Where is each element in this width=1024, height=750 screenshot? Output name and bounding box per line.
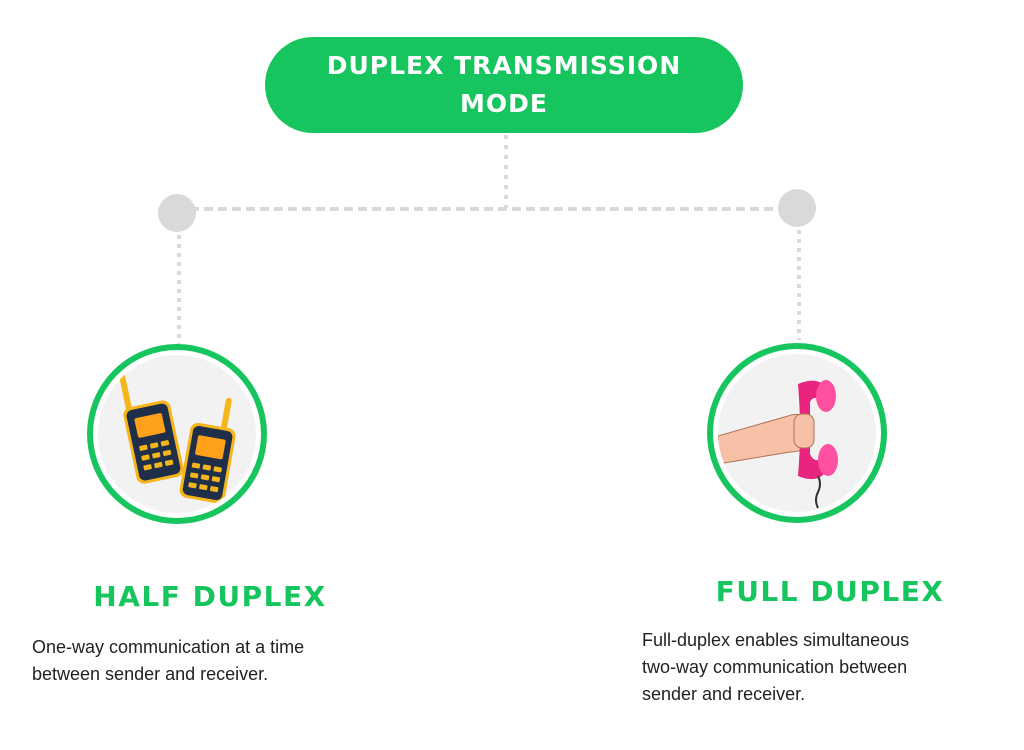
title-line-2: MODE — [460, 89, 548, 118]
junction-dot-right — [778, 189, 816, 227]
junction-dot-left — [158, 194, 196, 232]
half-duplex-circle — [87, 344, 267, 524]
telephone-handset-icon — [718, 380, 838, 509]
description-line: between sender and receiver. — [32, 664, 269, 684]
title-line-1: DUPLEX TRANSMISSION — [326, 51, 682, 80]
walkie-talkie-icon — [119, 374, 236, 504]
description-line: One-way communication at a time — [32, 637, 305, 657]
full-duplex-heading: FULL DUPLEX — [715, 575, 945, 608]
half-duplex-description: One-way communication at a time between … — [32, 634, 304, 688]
description-line: two-way communication between — [642, 657, 908, 677]
title-node: DUPLEX TRANSMISSION MODE — [265, 37, 743, 133]
description-line: Full-duplex enables simultaneous — [642, 630, 910, 650]
full-duplex-circle — [707, 343, 887, 523]
full-duplex-description: Full-duplex enables simultaneous two-way… — [642, 627, 909, 708]
half-duplex-heading: HALF DUPLEX — [93, 580, 327, 613]
description-line: sender and receiver. — [642, 684, 806, 704]
